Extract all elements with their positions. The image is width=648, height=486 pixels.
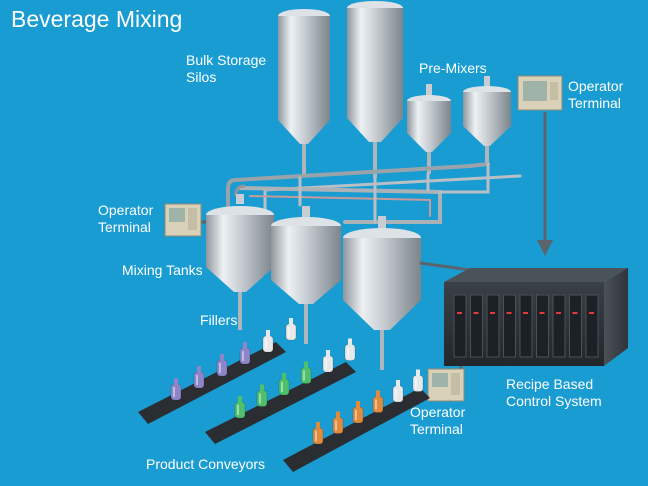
bottle [300,361,312,384]
label-product-conveyors: Product Conveyors [146,456,266,472]
diagram-title: Beverage Mixing [11,6,183,32]
module-indicator [490,312,495,314]
module-indicator [572,312,578,314]
label-pre-mixers: Pre-Mixers [419,60,487,76]
label-fillers: Fillers [200,312,238,328]
label-bulk-storage-silos: Bulk Storage Silos [186,52,267,85]
product-conveyor-3 [283,388,430,472]
bottle [352,401,364,424]
mixing-tank-2 [271,206,341,344]
pre-mixer-2 [463,76,511,164]
label-operator-terminal-left: Operator Terminal [98,202,154,235]
control-module [453,294,467,358]
arrow-to-control-top [537,240,553,256]
module-indicator [457,312,462,314]
bottles [170,318,424,445]
bottle [322,350,334,373]
bottle [285,318,297,341]
bottle [412,369,424,392]
operator-terminal-bottom [427,368,465,402]
module-indicator [473,312,479,314]
bottle [170,378,182,401]
label-operator-terminal-top: Operator Terminal [568,78,624,111]
product-conveyor-2 [205,362,356,444]
bottle [392,380,404,403]
bottle [239,342,251,365]
bottle [372,390,384,413]
control-module [585,294,599,358]
bottle [332,411,344,434]
bulk-storage-silo-2 [347,1,403,178]
control-module [503,294,516,358]
bottle [234,396,246,419]
control-module [519,294,533,358]
bottle [262,330,274,353]
bottle [193,366,205,389]
mixing-tank-1 [206,194,274,330]
operator-terminal-top [517,75,563,111]
bulk-storage-silo-1 [278,9,330,174]
bottle [278,373,290,396]
module-indicator [506,312,512,314]
control-modules [453,294,599,358]
label-operator-terminal-bottom: Operator Terminal [410,404,466,437]
control-module [536,294,549,358]
module-indicator [589,312,594,314]
mixing-tank-3 [343,216,421,370]
module-indicator [539,312,545,314]
control-module [470,294,483,358]
label-recipe-based-control-system: Recipe Based Control System [506,376,602,409]
control-module [569,294,582,358]
bottle [256,384,268,407]
label-mixing-tanks: Mixing Tanks [122,262,203,278]
module-indicator [523,312,528,314]
bottle [216,354,228,377]
pre-mixer-1 [407,84,451,174]
bottle [312,422,324,445]
bottle [344,338,356,361]
operator-terminal-left [164,203,202,237]
pipe-manifold [226,162,522,224]
module-indicator [556,312,561,314]
control-module [552,294,566,358]
control-module [486,294,500,358]
